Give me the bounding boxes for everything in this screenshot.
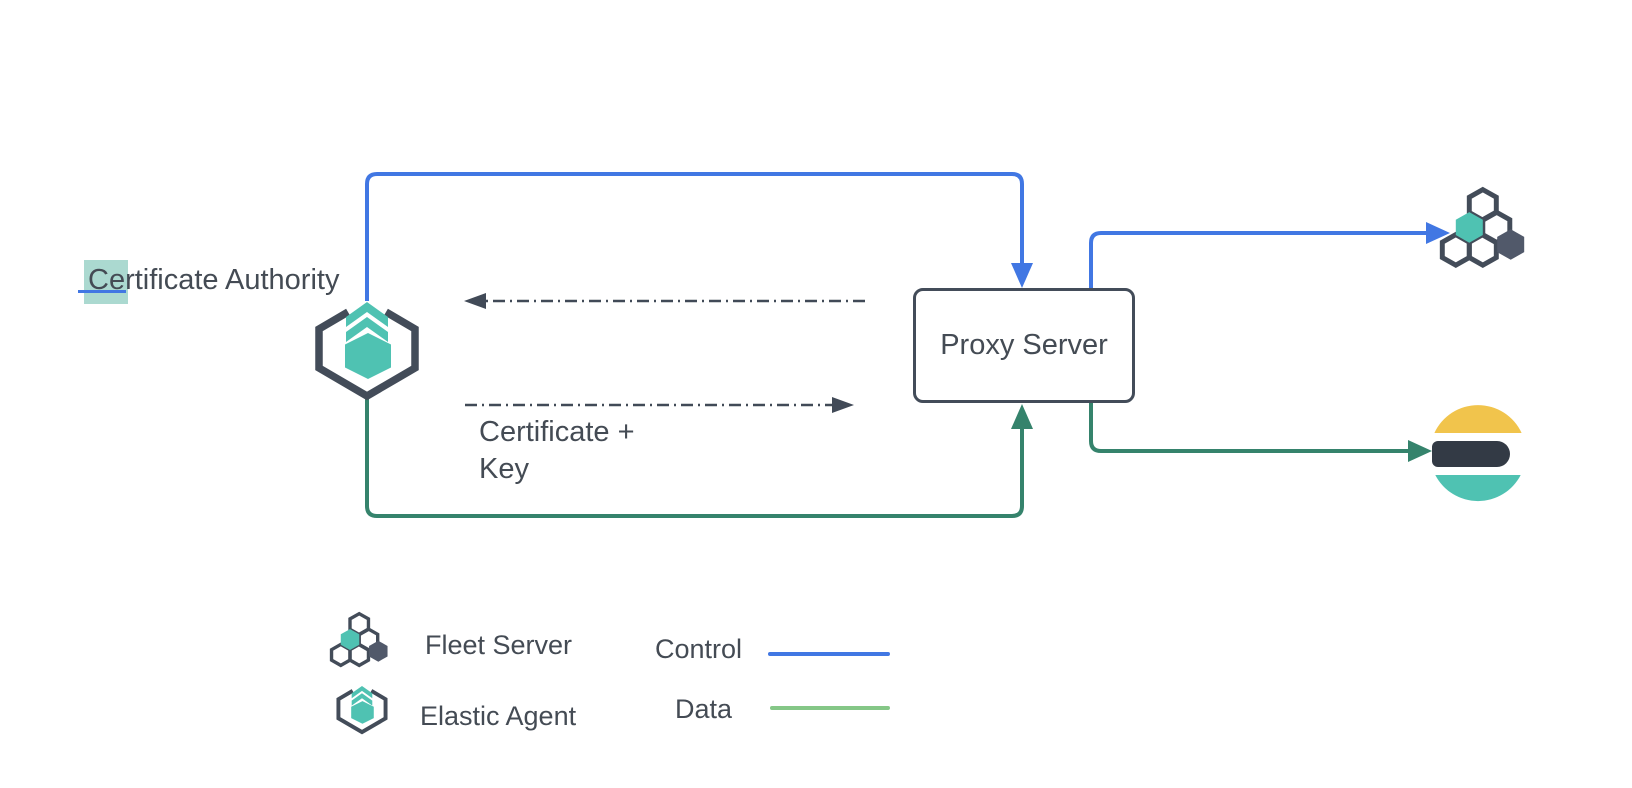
elastic-agent-icon xyxy=(336,685,388,735)
elasticsearch-icon xyxy=(1432,405,1522,502)
proxy-server-node: Proxy Server xyxy=(913,288,1135,403)
certificate-key-line2: Key xyxy=(479,453,529,485)
proxy-server-label: Proxy Server xyxy=(940,329,1108,361)
data-arrowhead-into-elasticsearch xyxy=(1408,440,1432,462)
legend-label-control: Control xyxy=(655,634,743,664)
legend-control-line-swatch xyxy=(768,652,890,656)
control-line-agent-to-proxy xyxy=(365,172,1024,301)
legend-label-fleet-server: Fleet Server xyxy=(425,630,573,660)
elastic-agent-icon xyxy=(315,302,419,401)
text-selection-highlight xyxy=(84,260,128,304)
control-line-proxy-to-fleet xyxy=(1089,231,1426,289)
data-line-agent-to-proxy xyxy=(365,398,1024,518)
certificate-authority-label: Certificate Authority xyxy=(88,264,340,296)
fleet-server-icon xyxy=(329,611,388,668)
legend-label-elastic-agent: Elastic Agent xyxy=(420,701,577,731)
data-line-proxy-to-elasticsearch xyxy=(1089,402,1408,453)
legend-data-line-swatch xyxy=(770,706,890,710)
fleet-server-icon xyxy=(1439,186,1525,269)
control-arrowhead-into-fleet xyxy=(1426,222,1450,244)
legend-label-data: Data xyxy=(675,694,733,724)
data-arrowhead-into-proxy xyxy=(1011,404,1033,429)
dashed-arrowhead-left xyxy=(464,293,486,309)
text-cursor-underline xyxy=(78,290,126,293)
dashed-arrowhead-right xyxy=(832,397,854,413)
control-arrowhead-into-proxy xyxy=(1011,263,1033,288)
certificate-key-annotation: Certificate + Key xyxy=(479,414,635,488)
certificate-key-line1: Certificate + xyxy=(479,416,635,448)
